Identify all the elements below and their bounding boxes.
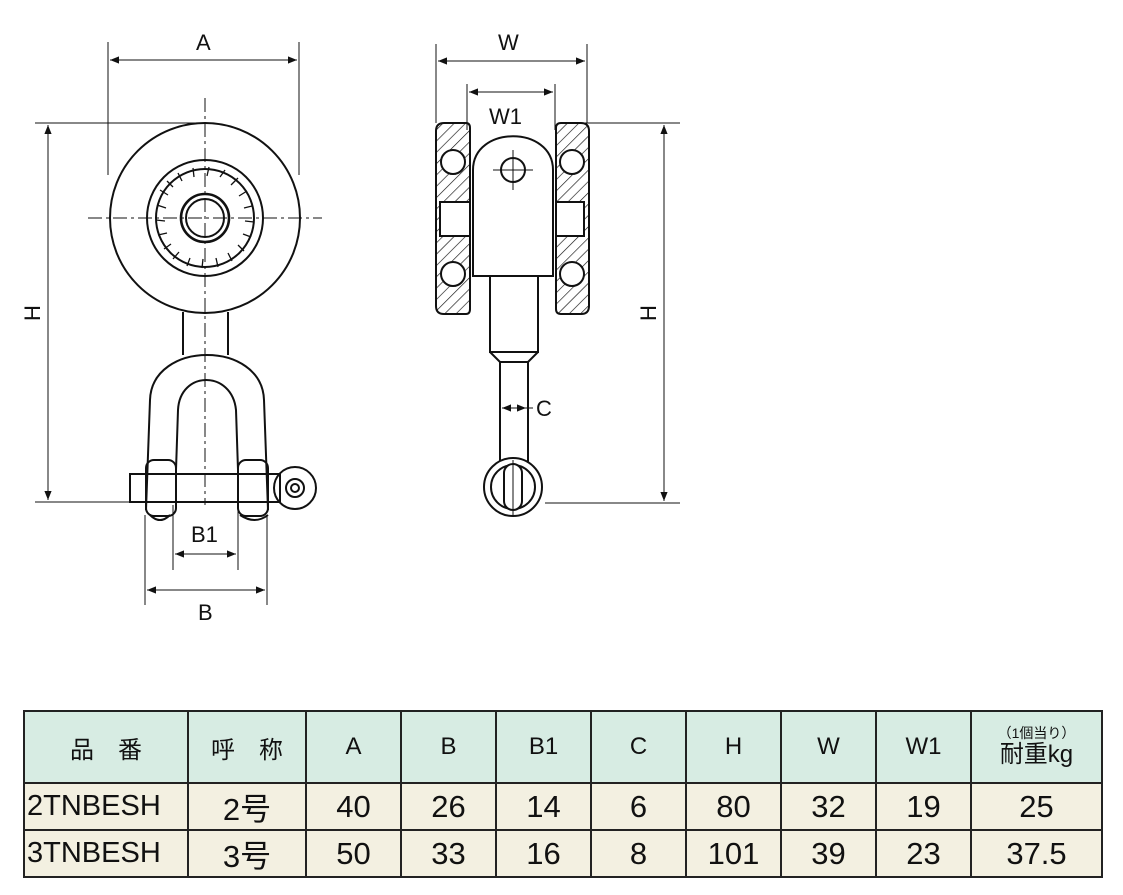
front-view	[88, 98, 322, 521]
ball	[559, 149, 585, 175]
cell-b: 26	[400, 782, 497, 831]
header-c: C	[590, 710, 687, 784]
label-a: A	[196, 30, 211, 55]
label-w1: W1	[489, 104, 522, 129]
cell-load: 37.5	[970, 829, 1103, 878]
front-dimensions	[35, 42, 300, 605]
pin-eye	[273, 466, 317, 510]
shackle-bow	[145, 354, 269, 511]
cell-name: 3号	[187, 829, 307, 878]
label-b1: B1	[191, 522, 218, 547]
cell-b1: 14	[495, 782, 592, 831]
cell-a: 50	[305, 829, 402, 878]
header-h: H	[685, 710, 782, 784]
table-row: 3TNBESH 3号 50 33 16 8 101 39 23 37.5	[23, 829, 1103, 878]
rod	[499, 361, 529, 468]
side-dimensions	[435, 44, 680, 504]
header-nominal: 呼 称	[187, 710, 307, 784]
header-load-sub: （1個当り）	[997, 725, 1076, 741]
header-b1: B1	[495, 710, 592, 784]
header-w: W	[780, 710, 877, 784]
cell-b1: 16	[495, 829, 592, 878]
label-c: C	[536, 396, 552, 421]
table-header-row: 品 番 呼 称 A B B1 C H W W1 （1個当り） 耐重kg	[23, 710, 1103, 784]
neck	[182, 312, 229, 355]
cell-h: 80	[685, 782, 782, 831]
header-b: B	[400, 710, 497, 784]
shackle-pin	[129, 473, 281, 503]
cell-c: 8	[590, 829, 687, 878]
cell-b: 33	[400, 829, 497, 878]
technical-drawing: A H B1 B	[20, 30, 680, 625]
wheel-outer	[109, 122, 301, 314]
cell-w1: 19	[875, 782, 972, 831]
ball	[440, 149, 466, 175]
bearing-inner	[155, 168, 255, 268]
cell-code: 3TNBESH	[23, 829, 189, 878]
label-h-right: H	[636, 305, 661, 321]
cell-code: 2TNBESH	[23, 782, 189, 831]
header-a: A	[305, 710, 402, 784]
cell-a: 40	[305, 782, 402, 831]
ball	[440, 261, 466, 287]
cell-w: 39	[780, 829, 877, 878]
shackle-inner	[175, 379, 239, 471]
cell-w1: 23	[875, 829, 972, 878]
bearing-rollers	[155, 166, 255, 269]
table-row: 2TNBESH 2号 40 26 14 6 80 32 19 25	[23, 782, 1103, 831]
label-w: W	[498, 30, 519, 55]
axle-inner	[185, 198, 225, 238]
cell-name: 2号	[187, 782, 307, 831]
bearing-outer	[146, 159, 264, 277]
stem	[489, 275, 539, 353]
header-product-code: 品 番	[23, 710, 189, 784]
cell-h: 101	[685, 829, 782, 878]
cell-load: 25	[970, 782, 1103, 831]
spec-table: 品 番 呼 称 A B B1 C H W W1 （1個当り） 耐重kg 2TNB…	[23, 710, 1103, 878]
header-load: （1個当り） 耐重kg	[970, 710, 1103, 784]
ball	[559, 261, 585, 287]
cell-w: 32	[780, 782, 877, 831]
cell-c: 6	[590, 782, 687, 831]
label-b: B	[198, 600, 213, 625]
axle-outer	[179, 192, 231, 244]
bracket	[472, 135, 554, 277]
header-load-main: 耐重kg	[999, 741, 1074, 768]
header-w1: W1	[875, 710, 972, 784]
label-h-left: H	[20, 305, 45, 321]
side-view	[435, 122, 590, 517]
